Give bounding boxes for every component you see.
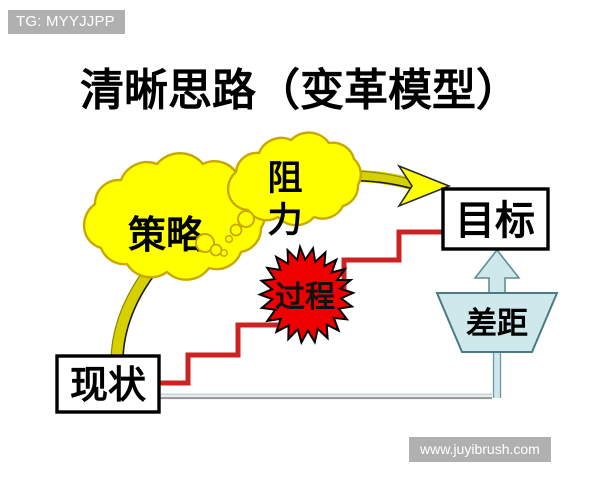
goal-box: 目标 bbox=[441, 187, 550, 251]
process-label: 过程 bbox=[275, 280, 335, 315]
page-title: 清晰思路（变革模型） bbox=[80, 65, 520, 116]
resistance-label-line2: 力 bbox=[267, 201, 302, 241]
gap-trapezoid: 差距 bbox=[435, 292, 559, 353]
resistance-cloud: 阻 力 bbox=[224, 131, 363, 244]
current-state-box: 现状 bbox=[55, 354, 161, 414]
gap-label: 差距 bbox=[466, 306, 528, 342]
baseline-connector bbox=[158, 393, 492, 400]
tg-watermark-badge: TG: MYYJJPP bbox=[8, 10, 125, 35]
site-watermark: www.juyibrush.com bbox=[409, 437, 551, 463]
process-starburst: 过程 bbox=[257, 243, 356, 346]
current-state-label: 现状 bbox=[70, 363, 147, 407]
resistance-label-line1: 阻 bbox=[267, 159, 302, 199]
goal-label: 目标 bbox=[455, 198, 535, 244]
strategy-label: 策略 bbox=[128, 213, 205, 257]
